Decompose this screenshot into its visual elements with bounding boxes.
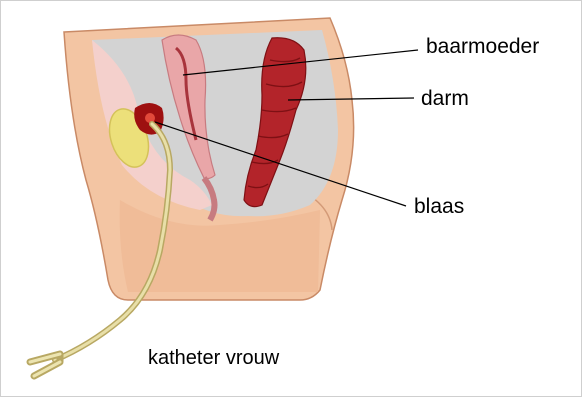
label-bowel: darm [421,88,469,109]
label-bladder: blaas [414,196,464,217]
label-uterus: baarmoeder [426,36,539,57]
caption-female-catheter: katheter vrouw [148,348,279,368]
